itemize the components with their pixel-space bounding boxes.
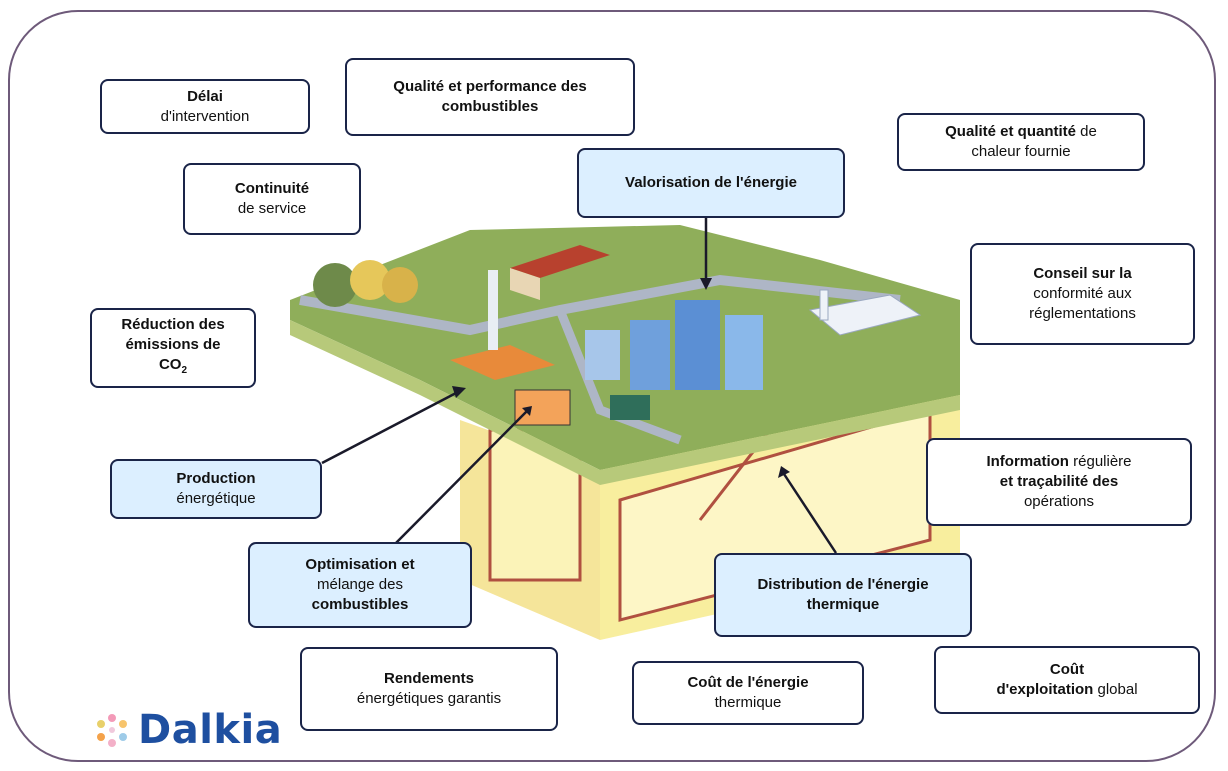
information-line3: opérations	[1023, 493, 1095, 510]
qualite-combustibles-line2: combustibles	[441, 98, 539, 115]
information-line1b: régulière	[1068, 453, 1132, 470]
rounded-frame	[8, 10, 1216, 762]
production-line1: Production	[176, 470, 256, 487]
qualite-combustibles-line1: Qualité et performance des	[393, 78, 587, 95]
cout-energie-line2: thermique	[714, 694, 782, 711]
tree	[350, 260, 390, 300]
information-line1: Information	[986, 453, 1069, 470]
factory-stack	[819, 289, 829, 321]
conseil-line2: conformité aux	[1033, 285, 1132, 302]
distribution-line1: Distribution de l'énergie	[757, 576, 929, 593]
city-building	[630, 320, 670, 390]
building-roof	[510, 245, 610, 278]
box-continuite: Continuité de service	[183, 163, 361, 235]
cout-exploitation-line2b: global	[1093, 681, 1138, 698]
distribution-line2: thermique	[806, 596, 880, 613]
plant-storage	[514, 389, 571, 426]
production-line2: énergétique	[176, 490, 256, 507]
box-cout-energie: Coût de l'énergie thermique	[632, 661, 864, 725]
optimisation-line2: mélange des	[317, 576, 403, 593]
conseil-line3: réglementations	[1029, 305, 1136, 322]
tree	[382, 267, 418, 303]
building-wall	[510, 268, 540, 300]
valorisation-line1: Valorisation de l'énergie	[625, 174, 797, 191]
rendements-line1: Rendements	[383, 670, 475, 687]
qualite-chaleur-line2: chaleur fournie	[971, 143, 1071, 160]
reduction-co: CO	[158, 356, 182, 373]
cout-energie-line1: Coût de l'énergie	[687, 674, 809, 691]
road-branch	[555, 308, 682, 445]
reduction-co-sub: 2	[181, 365, 188, 376]
factory	[808, 294, 922, 336]
optimisation-line3: combustibles	[311, 596, 409, 613]
logo-text: Dalkia	[138, 707, 283, 753]
reduction-line2: émissions de	[125, 336, 221, 353]
box-conseil: Conseil sur la conformité aux réglementa…	[970, 243, 1195, 345]
arrow-production	[321, 390, 459, 465]
arrow-distribution-head	[778, 466, 790, 478]
box-information: Information régulière et traçabilité des…	[926, 438, 1192, 526]
box-qualite-chaleur: Qualité et quantité de chaleur fournie	[897, 113, 1145, 171]
delai-line2: d'intervention	[160, 107, 250, 125]
box-delai: Délai d'intervention	[100, 79, 310, 134]
ground-edge	[290, 320, 960, 485]
arrow-optimisation-head	[522, 406, 532, 416]
optimisation-line1: Optimisation et	[305, 556, 415, 573]
conseil-line1: Conseil sur la	[1033, 265, 1132, 282]
underground-channel-right	[618, 408, 932, 622]
delai-line1: Délai	[187, 87, 223, 105]
qualite-chaleur-line1b: de	[1076, 123, 1097, 140]
box-cout-exploitation: Coût d'exploitation global	[934, 646, 1200, 714]
tree	[313, 263, 357, 307]
city-building	[585, 330, 620, 380]
arrow-production-head	[452, 386, 466, 398]
box-optimisation: Optimisation et mélange des combustibles	[248, 542, 472, 628]
box-reduction: Réduction des émissions de CO2	[90, 308, 256, 388]
cout-exploitation-line1: Coût	[1049, 661, 1085, 678]
dalkia-logo: Dalkia	[92, 705, 282, 755]
box-production: Production énergétique	[110, 459, 322, 519]
information-line2: et traçabilité des	[999, 473, 1119, 490]
arrow-optimisation	[391, 409, 529, 548]
reduction-line1: Réduction des	[121, 316, 225, 333]
city-building	[725, 315, 763, 390]
qualite-chaleur-line1: Qualité et quantité	[945, 123, 1076, 140]
continuite-line2: de service	[237, 200, 307, 217]
box-distribution: Distribution de l'énergie thermique	[714, 553, 972, 637]
city-plaza	[610, 395, 650, 420]
plant-base	[450, 345, 555, 380]
rendements-line2: énergétiques garantis	[356, 690, 502, 707]
cout-exploitation-line2: d'exploitation	[996, 681, 1094, 698]
box-rendements: Rendements énergétiques garantis	[300, 647, 558, 731]
box-valorisation: Valorisation de l'énergie	[577, 148, 845, 218]
plant-chimney	[488, 270, 498, 350]
dalkia-star-icon	[97, 714, 127, 747]
arrow-valorisation-head	[700, 278, 712, 290]
city-building	[675, 300, 720, 390]
box-qualite-combustibles: Qualité et performance des combustibles	[345, 58, 635, 136]
arrow-distribution	[782, 473, 838, 554]
continuite-line1: Continuité	[234, 180, 310, 197]
